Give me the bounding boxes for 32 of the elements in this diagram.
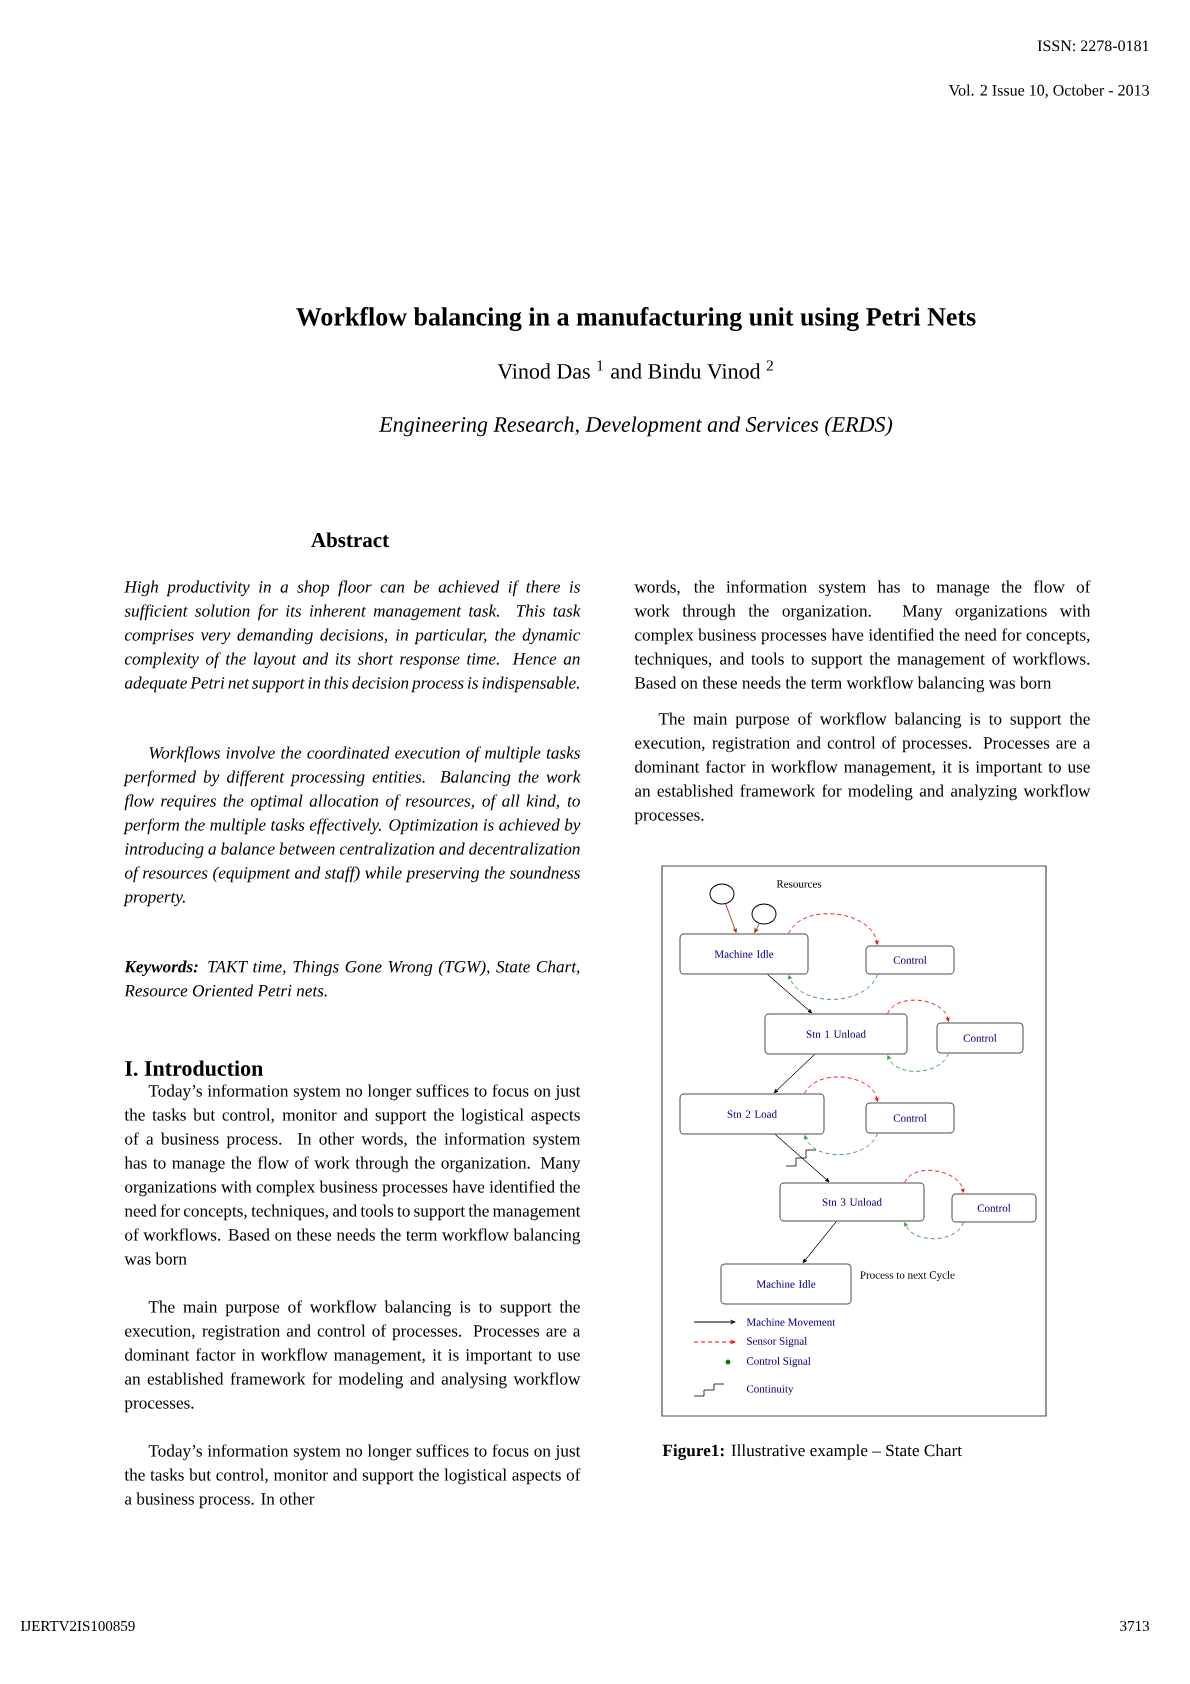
place-circle [709,883,735,905]
paragraph: Workflows involve the coordinated execution of multiple tasks performed by different processing entities. Balancing the work flow requires the optimal allocation of resources, of all kind, to perform the multiple tasks effectively. Optimization is achieved by introducing a balance between centralization and decentralization of resources (equipment and staff) while preserving the soundness property. [123,746,581,907]
paragraph: words, the information system has to manage the flow of work through the organization. Many organizations with complex business processes have identified the need for concepts, techniques, and tools to support the management of workflows. Based on these needs the term workflow balancing was born [634,580,1091,693]
arrow [904,1222,964,1240]
arrow [887,999,950,1022]
arrow [804,1133,878,1156]
paragraph: High productivity in a shop floor can be achieved if there is sufficient solution for its inherent management task. This task comprises very demanding decisions, in particular, the dynamic complexity of the layout and its short response time. Hence an adequate Petri net support in this decision process is indispensable. [124,580,581,693]
arrow [774,1134,830,1183]
arrow [802,1221,837,1264]
paragraph: Today’s information system no longer suffices to focus on just the tasks but control, monitor and support the logistical aspects of a business process. In other [124,1444,581,1509]
place-circle [751,903,777,925]
figure-caption: Figure1: Illustrative example – State Chart [662,1444,962,1460]
arrow [804,1076,879,1102]
arrow [788,974,878,1000]
arrow [773,1054,815,1094]
paragraph: The main purpose of workflow balancing is to support the execution, registration and control of processes. Processes are a dominant factor in workflow management, it is important to use an established framework for modeling and analyzing workflow processes. [634,712,1091,825]
section-heading: Abstract [311,532,389,548]
arrow [725,903,737,933]
arrow [767,974,812,1014]
section-heading: I. Introduction [125,1060,263,1076]
arrow [754,923,760,933]
paragraph: The main purpose of workflow balancing is to support the execution, registration and control of processes. Processes are a dominant factor in workflow management, it is important to use an established framework for modeling and analysing workflow processes. [124,1300,581,1413]
arrow [788,913,879,945]
paragraph: Today’s information system no longer suffices to focus on just the tasks but control, monitor and support the logistical aspects of a business process. In other words, the information system has to manage the flow of work through the organization. Many organizations with complex business processes have identified the need for concepts, techniques, and tools to support the management of workflows. Based on these needs the term workflow balancing was born [124,1084,581,1265]
header-text: Vol. 2 Issue 10, October - 2013 [948,84,1149,98]
paragraph: Keywords: TAKT time, Things Gone Wrong (TGW), State Chart, Resource Oriented Petri nets. [124,960,580,997]
title: Workflow balancing in a manufacturing unit using Petri Nets [296,307,976,332]
arrow [887,1053,949,1072]
affiliation-text: Engineering Research, Development and Services (ERDS) [378,416,893,437]
arrow [904,1169,965,1193]
author-names: Vinod Das $^{1}$ and Bindu Vinod $^{2}$ [497,360,773,379]
header-text: ISSN: 2278-0181 [1037,40,1149,52]
